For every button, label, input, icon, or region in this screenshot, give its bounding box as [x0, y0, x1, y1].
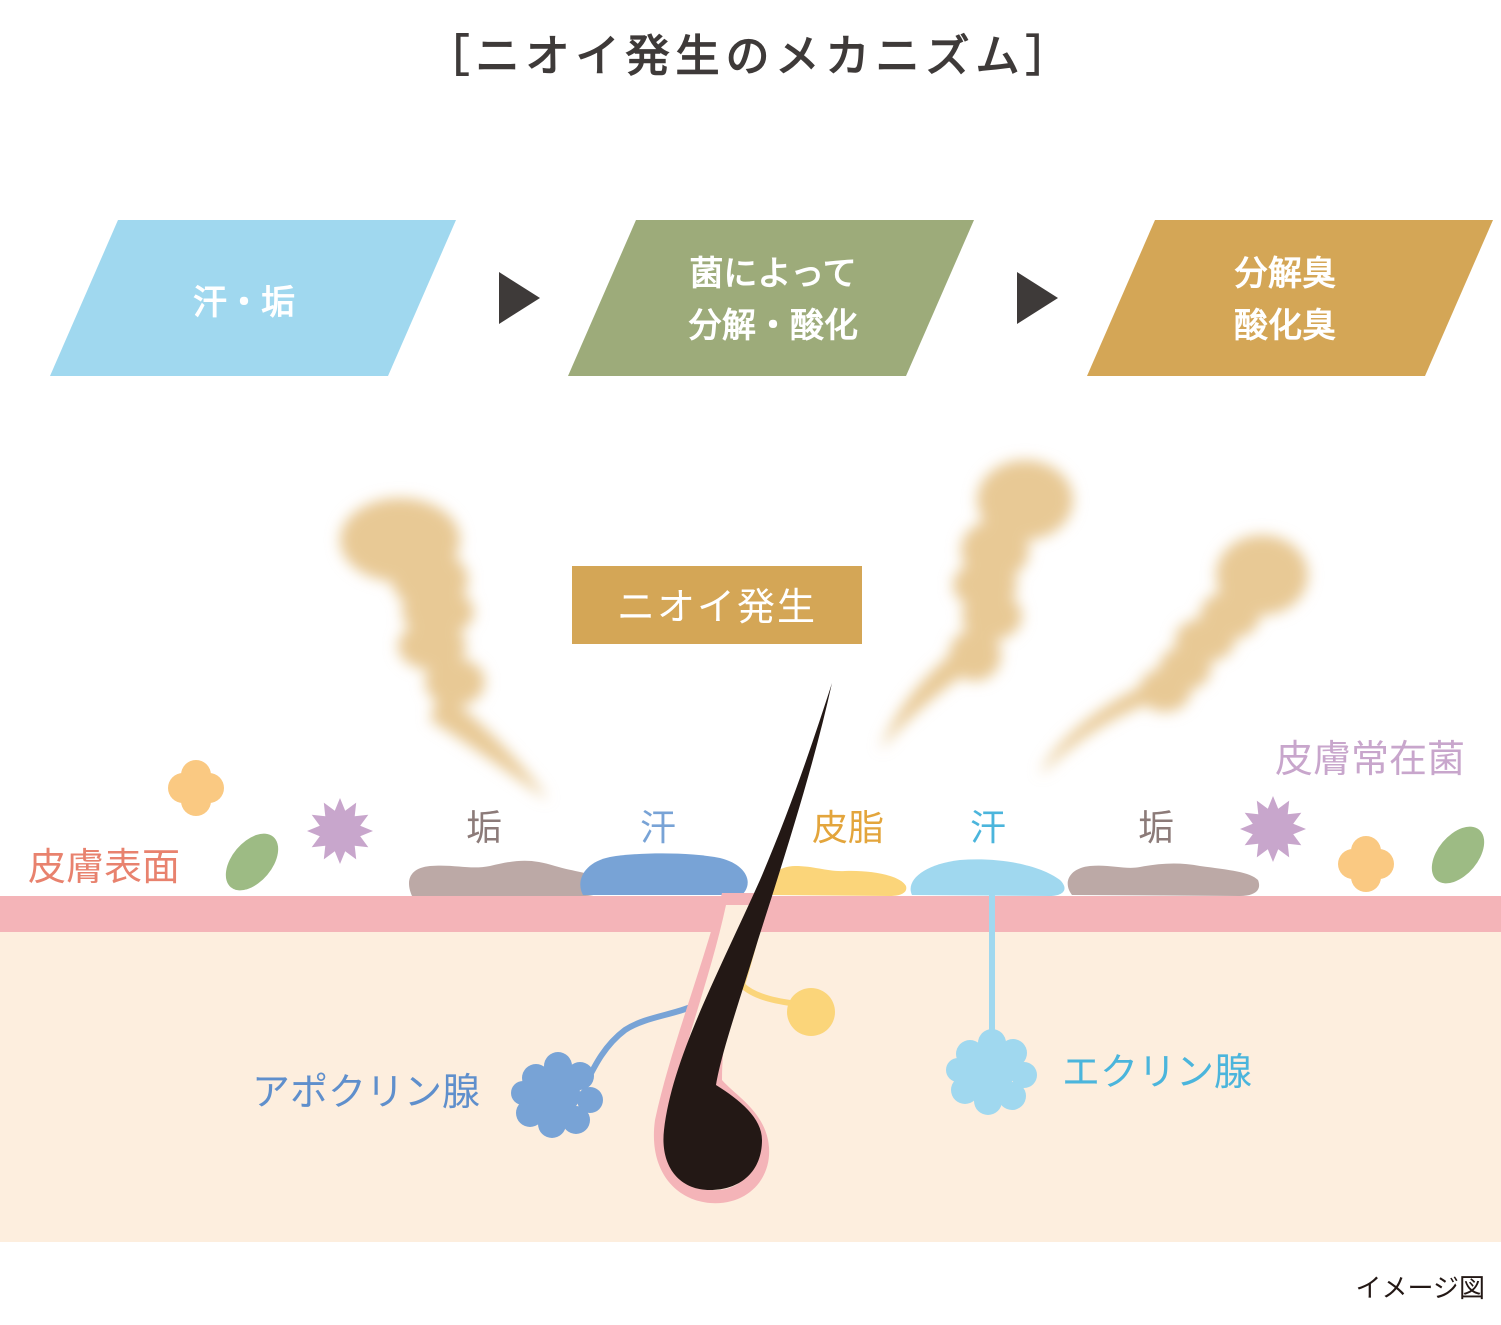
bacteria-green-icon	[1431, 826, 1485, 884]
grime-left-label: 垢	[466, 808, 502, 849]
skin-layer	[0, 930, 1501, 1242]
flow-step-decompose-oxidize: 菌によって 分解・酸化	[568, 220, 974, 376]
sweat-drop-eccrine	[910, 859, 1065, 896]
hair-shaft	[663, 683, 832, 1190]
resident-bacteria-label: 皮膚常在菌	[1275, 737, 1465, 781]
odor-wisp-center	[880, 460, 1073, 750]
flow-step-label: 汗・垢	[193, 283, 295, 323]
sweat-right-label: 汗	[970, 808, 1006, 849]
odor-label: ニオイ発生	[572, 566, 862, 644]
skin-surface-label: 皮膚表面	[28, 845, 180, 889]
flow-step-label: 菌によって	[689, 254, 856, 294]
bacteria-orange-icon	[1338, 836, 1394, 892]
bacteria-orange-icon	[168, 760, 224, 816]
image-caption: イメージ図	[1355, 1274, 1485, 1304]
sebaceous-gland	[787, 988, 835, 1036]
sebum-label: 皮脂	[812, 808, 884, 849]
flow-step-sweat-grime: 汗・垢	[50, 220, 456, 376]
apocrine-gland-label: アポクリン腺	[252, 1070, 480, 1114]
triangle-right-icon	[1017, 272, 1058, 324]
flow-step-label: 分解臭	[1234, 254, 1336, 294]
triangle-right-icon	[499, 272, 540, 324]
odor-label-text: ニオイ発生	[617, 585, 817, 629]
odor-wisp-right	[1040, 535, 1308, 775]
sweat-left-label: 汗	[640, 808, 676, 849]
page-title: ［ニオイ発生のメカニズム］	[425, 31, 1076, 82]
bacteria-purple-icon	[1240, 796, 1306, 862]
flow-step-label: 分解・酸化	[688, 306, 858, 346]
odor-wisp-left	[340, 498, 548, 800]
flow-step-odor-types: 分解臭 酸化臭	[1087, 220, 1493, 376]
grime-right-label: 垢	[1138, 808, 1174, 849]
apocrine-gland	[511, 1052, 603, 1138]
odor-wisps	[340, 460, 1308, 800]
sebum-deposit	[767, 866, 907, 896]
flow-step-label: 酸化臭	[1234, 306, 1336, 346]
sweat-drop-apocrine	[580, 853, 748, 895]
eccrine-gland	[946, 1029, 1037, 1115]
bacteria-purple-icon	[307, 798, 373, 864]
eccrine-gland-label: エクリン腺	[1062, 1050, 1252, 1094]
grime-right	[1067, 863, 1260, 896]
grime-left	[409, 860, 603, 896]
bacteria-green-icon	[225, 833, 279, 891]
